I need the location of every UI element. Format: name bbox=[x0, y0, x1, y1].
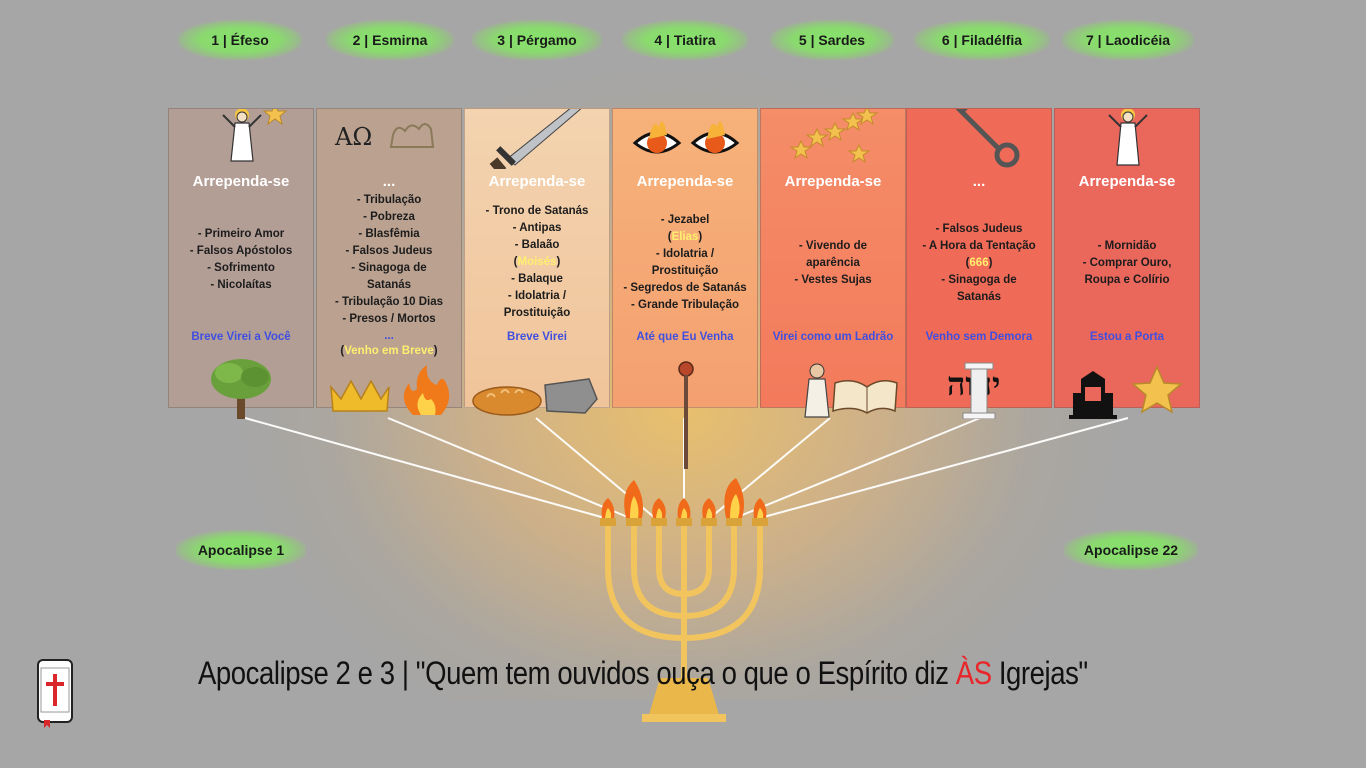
throne-star-icon bbox=[1069, 365, 1183, 419]
church-4-issues: - Jezabel (Elias) - Idolatria / Prostitu… bbox=[617, 212, 753, 314]
church-7-issues: - Mornidão - Comprar Ouro, Roupa e Colír… bbox=[1059, 238, 1195, 289]
church-4-call: Arrependa-se bbox=[636, 173, 734, 190]
stars-icon bbox=[789, 109, 879, 164]
list-item: - Sofrimento bbox=[207, 262, 275, 274]
tag-church-2: 2 | Esmirna bbox=[326, 20, 454, 60]
tag-church-6: 6 | Filadélfia bbox=[914, 20, 1050, 60]
list-item: - Jezabel bbox=[660, 214, 710, 226]
menorah-icon bbox=[600, 478, 768, 722]
church-1-issues: - Primeiro Amor - Falsos Apóstolos - Sof… bbox=[173, 226, 309, 294]
list-item: - Trono de Satanás bbox=[485, 205, 589, 217]
list-item: Prostituição bbox=[651, 265, 719, 277]
church-3-call: Arrependa-se bbox=[488, 173, 586, 190]
list-item: - Falsos Judeus bbox=[345, 245, 433, 257]
list-item: - Tribulação bbox=[356, 194, 422, 206]
list-item: - Grande Tribulação bbox=[631, 299, 739, 311]
church-4-promise: Até que Eu Venha bbox=[636, 331, 734, 343]
list-item: - Idolatria / bbox=[655, 248, 715, 260]
list-item: - Comprar Ouro, bbox=[1082, 257, 1172, 269]
church-1-promise: Breve Virei a Você bbox=[191, 331, 291, 343]
tag-church-4: 4 | Tiatira bbox=[622, 20, 748, 60]
list-item: - Sinagoga de bbox=[941, 274, 1017, 286]
tag-church-3: 3 | Pérgamo bbox=[472, 20, 602, 60]
list-item: - A Hora da Tentação bbox=[922, 240, 1036, 252]
tag-apocalipse-22: Apocalipse 22 bbox=[1064, 530, 1198, 570]
list-item: - Antipas bbox=[512, 222, 562, 234]
church-2-issues: - Tribulação - Pobreza - Blasfêmia - Fal… bbox=[321, 192, 457, 328]
list-item: Satanás bbox=[956, 291, 1002, 303]
church-card-pergamo: Arrependa-se - Trono de Satanás - Antipa… bbox=[464, 108, 610, 416]
list-item: - Sinagoga de bbox=[351, 262, 427, 274]
tag-apocalipse-1: Apocalipse 1 bbox=[176, 530, 306, 570]
church-2-promise: ... (Venho em Breve) bbox=[321, 329, 457, 359]
list-item: - Tribulação 10 Dias bbox=[334, 296, 443, 308]
list-item: Roupa e Colírio bbox=[1084, 274, 1170, 286]
tag-church-1: 1 | Éfeso bbox=[178, 20, 302, 60]
church-card-tiatira: Arrependa-se - Jezabel (Elias) - Idolatr… bbox=[612, 108, 758, 469]
church-1-call: Arrependa-se bbox=[192, 173, 290, 190]
yhwh-pillar-icon: יהוה bbox=[947, 362, 1000, 419]
fire-eyes-icon bbox=[632, 121, 740, 154]
church-3-promise: Breve Virei bbox=[507, 331, 567, 343]
list-item: - Mornidão bbox=[1097, 240, 1157, 252]
saint-figure-icon bbox=[222, 109, 288, 162]
church-5-issues: - Vivendo de aparência - Vestes Sujas bbox=[765, 238, 901, 289]
list-item: - Pobreza bbox=[363, 211, 415, 223]
list-item: (666) bbox=[965, 257, 993, 269]
list-item: - Balaão bbox=[514, 239, 560, 251]
list-item: Prostituição bbox=[503, 307, 571, 319]
church-card-sardes: Arrependa-se - Vivendo de aparência - Ve… bbox=[760, 108, 906, 418]
list-item: - Idolatria / bbox=[507, 290, 567, 302]
list-item: (Moisés) bbox=[513, 256, 561, 268]
scepter-icon bbox=[678, 361, 694, 469]
alpha-omega-text: ΑΩ bbox=[334, 123, 372, 151]
promise-line: (Venho em Breve) bbox=[340, 345, 438, 357]
bread-stone-icon bbox=[472, 378, 598, 416]
tag-church-5: 5 | Sardes bbox=[770, 20, 894, 60]
list-item: aparência bbox=[806, 257, 860, 269]
church-card-efeso: Arrependa-se - Primeiro Amor - Falsos Ap… bbox=[168, 108, 314, 419]
church-card-laodiceia: Arrependa-se - Mornidão - Comprar Ouro, … bbox=[1054, 108, 1200, 419]
list-item: - Primeiro Amor bbox=[197, 228, 285, 240]
list-item: - Falsos Judeus bbox=[935, 223, 1023, 235]
list-item: - Falsos Apóstolos bbox=[189, 245, 293, 257]
bible-app-icon bbox=[37, 659, 73, 728]
olive-tree-icon bbox=[211, 359, 271, 419]
page-footer-title: Apocalipse 2 e 3 | "Quem tem ouvidos ouç… bbox=[198, 655, 1088, 691]
list-item: - Vestes Sujas bbox=[794, 274, 872, 286]
church-card-filadelfia: ... - Falsos Judeus - A Hora da Tentação… bbox=[906, 108, 1052, 419]
church-5-call: Arrependa-se bbox=[784, 173, 882, 190]
list-item: - Segredos de Satanás bbox=[623, 282, 747, 294]
list-item: (Elias) bbox=[667, 231, 703, 243]
church-6-issues: - Falsos Judeus - A Hora da Tentação (66… bbox=[911, 221, 1047, 306]
saint-figure-icon bbox=[1108, 109, 1148, 166]
key-icon bbox=[955, 109, 1020, 168]
church-5-promise: Virei como um Ladrão bbox=[772, 331, 894, 343]
church-7-promise: Estou a Porta bbox=[1089, 331, 1165, 343]
list-item: - Balaque bbox=[511, 273, 563, 285]
alpha-omega-crown-icon: ΑΩ bbox=[334, 123, 435, 151]
church-7-call: Arrependa-se bbox=[1078, 173, 1176, 190]
list-item: - Blasfêmia bbox=[358, 228, 420, 240]
church-6-promise: Venho sem Demora bbox=[925, 331, 1033, 343]
church-2-call: ... bbox=[382, 173, 396, 190]
book-of-life-icon bbox=[804, 363, 898, 418]
list-item: - Nicolaítas bbox=[210, 279, 272, 291]
list-item: Satanás bbox=[366, 279, 412, 291]
church-3-issues: - Trono de Satanás - Antipas - Balaão (M… bbox=[469, 203, 605, 322]
sword-icon bbox=[489, 109, 582, 169]
list-item: - Presos / Mortos bbox=[342, 313, 436, 325]
crown-fire-icon bbox=[330, 365, 450, 415]
promise-ellipsis: ... bbox=[384, 330, 394, 342]
church-6-call: ... bbox=[972, 173, 986, 190]
list-item: - Vivendo de bbox=[798, 240, 868, 252]
tag-church-7: 7 | Laodicéia bbox=[1062, 20, 1194, 60]
church-card-esmirna: ΑΩ ... - Tribulação - Pobreza - Blasfêmi… bbox=[316, 108, 462, 415]
